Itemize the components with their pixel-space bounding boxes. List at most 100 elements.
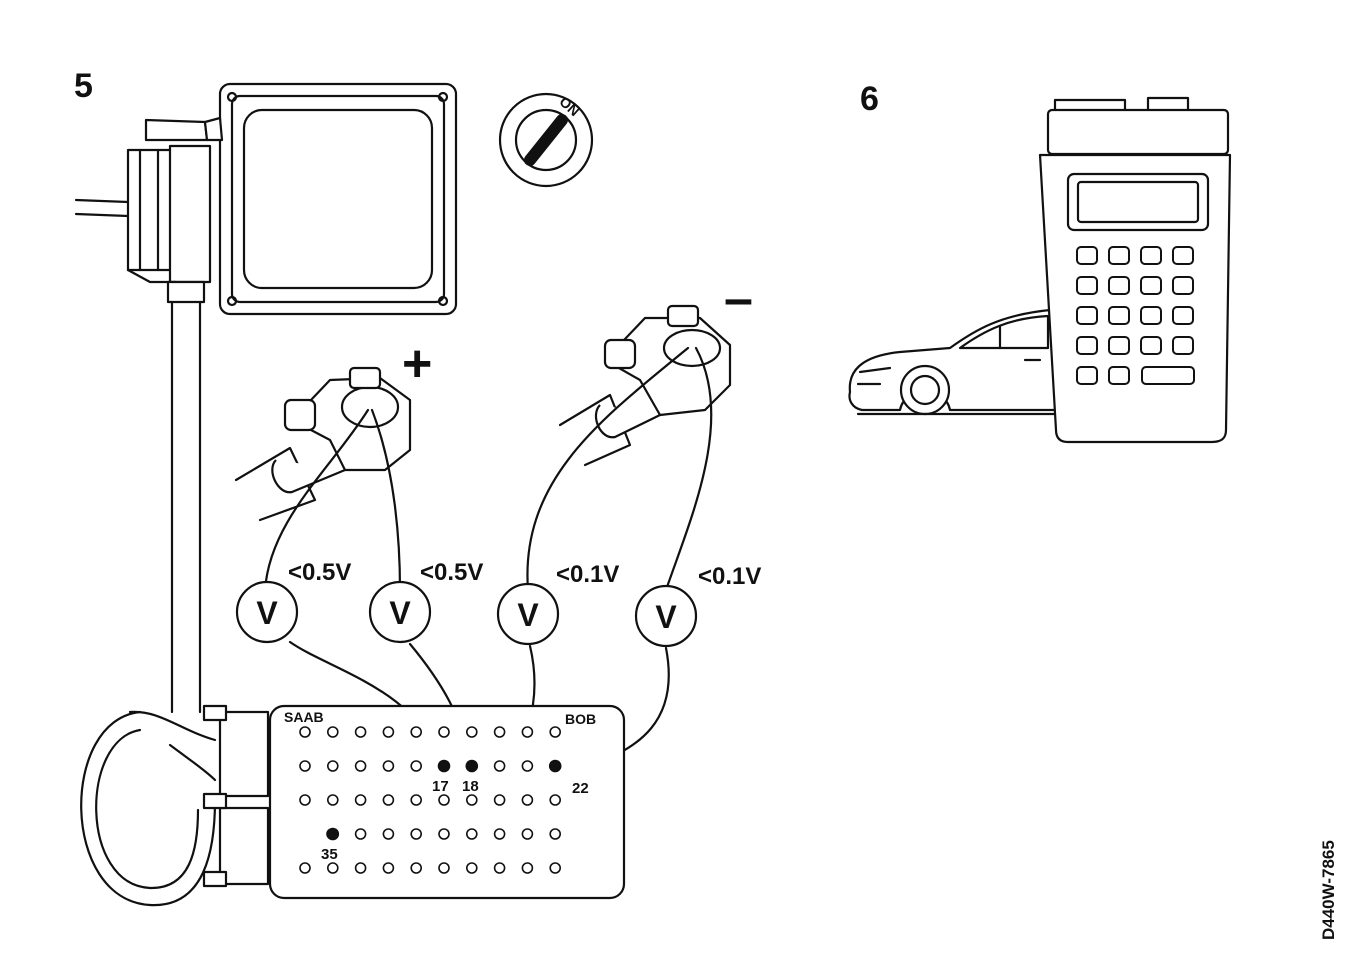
tester-key — [1140, 336, 1162, 355]
voltmeter-3: V — [496, 582, 560, 646]
tester-key — [1108, 246, 1130, 265]
voltmeter-4-reading: <0.1V — [698, 563, 761, 590]
module-connector — [74, 116, 224, 714]
breakout-pin — [299, 862, 311, 874]
breakout-pin — [326, 794, 339, 806]
voltmeter-3-reading: <0.1V — [556, 561, 619, 588]
tester-key — [1172, 306, 1194, 325]
breakout-pin-active — [326, 827, 340, 841]
breakout-pin — [382, 862, 395, 874]
tester-key — [1140, 246, 1162, 265]
breakout-pin — [326, 726, 339, 738]
breakout-pin — [465, 828, 478, 840]
tester-key — [1108, 336, 1130, 355]
control-module — [218, 82, 458, 316]
breakout-pin — [493, 726, 506, 738]
breakout-pin — [465, 794, 478, 806]
breakout-pin — [410, 760, 423, 772]
tester-key — [1172, 336, 1194, 355]
breakout-pin — [326, 760, 339, 772]
breakout-pin — [438, 862, 450, 874]
breakout-pin — [382, 760, 395, 772]
voltmeter-2-symbol: V — [389, 595, 411, 631]
tester-key — [1108, 306, 1130, 325]
car-illustration — [848, 308, 1062, 416]
pin-17-label: 17 — [432, 778, 449, 795]
breakout-pin — [493, 794, 506, 806]
voltmeter-2: V — [368, 580, 432, 644]
pin-35-label: 35 — [321, 846, 338, 863]
tester-key — [1076, 306, 1098, 325]
breakout-pin — [299, 726, 311, 738]
breakout-pin — [521, 828, 534, 840]
breakout-pin — [410, 828, 423, 840]
ignition-switch: ON — [498, 92, 594, 188]
tester-key — [1172, 276, 1194, 295]
pin-18-label: 18 — [462, 778, 479, 795]
breakout-name-label: BOB — [565, 711, 596, 727]
breakout-pin-active — [548, 759, 562, 773]
breakout-pin — [354, 726, 367, 738]
breakout-pin — [549, 726, 562, 738]
breakout-pin — [354, 760, 367, 772]
voltmeter-4: V — [634, 584, 698, 648]
breakout-pin — [438, 794, 450, 806]
breakout-pin — [493, 760, 506, 772]
breakout-pin — [493, 828, 506, 840]
breakout-pin — [410, 726, 423, 738]
breakout-pin — [382, 828, 395, 840]
battery-terminal-positive — [234, 366, 412, 522]
breakout-pin — [382, 726, 395, 738]
breakout-pin — [549, 862, 562, 874]
breakout-pin — [299, 760, 311, 772]
breakout-pin — [521, 794, 534, 806]
voltmeter-3-symbol: V — [517, 597, 539, 633]
positive-terminal-symbol: + — [402, 335, 432, 393]
breakout-pin-grid — [299, 726, 562, 874]
battery-terminal-negative — [558, 304, 732, 467]
breakout-pin-active — [465, 759, 479, 773]
tester-key — [1108, 366, 1130, 385]
tester-wide-key — [1141, 366, 1195, 385]
breakout-pin — [521, 760, 534, 772]
breakout-pin-active — [437, 759, 451, 773]
tester-key — [1140, 306, 1162, 325]
breakout-pin — [493, 862, 506, 874]
negative-terminal-symbol: – — [724, 270, 753, 328]
breakout-pin — [354, 862, 367, 874]
breakout-pin — [382, 794, 395, 806]
step-5-number: 5 — [74, 67, 93, 105]
voltmeter-1-reading: <0.5V — [288, 559, 351, 586]
breakout-pin — [521, 862, 534, 874]
harness-loop — [80, 710, 217, 907]
breakout-pin — [521, 726, 534, 738]
breakout-box: SAAB BOB 17 18 22 35 — [202, 704, 626, 900]
tester-key — [1172, 246, 1194, 265]
figure-reference: D440W-7865 — [1319, 840, 1338, 940]
pin-22-label: 22 — [572, 780, 589, 797]
breakout-pin — [326, 862, 339, 874]
breakout-pin — [549, 828, 562, 840]
breakout-pin — [438, 726, 450, 738]
voltmeter-1-symbol: V — [256, 595, 278, 631]
tester-key — [1140, 276, 1162, 295]
step-6-number: 6 — [860, 80, 879, 118]
breakout-pin — [354, 794, 367, 806]
breakout-pin — [549, 794, 562, 806]
breakout-brand-label: SAAB — [284, 709, 324, 725]
breakout-pin — [465, 726, 478, 738]
tester-key — [1076, 366, 1098, 385]
tester-keypad — [1076, 246, 1195, 385]
diagnostic-tester — [1038, 96, 1232, 444]
breakout-pin — [438, 828, 450, 840]
tester-key — [1076, 246, 1098, 265]
breakout-pin — [410, 794, 423, 806]
breakout-pin — [410, 862, 423, 874]
voltmeter-4-symbol: V — [655, 599, 677, 635]
voltmeter-2-reading: <0.5V — [420, 559, 483, 586]
breakout-pin — [299, 794, 311, 806]
tester-key — [1076, 276, 1098, 295]
voltmeter-1: V — [235, 580, 299, 644]
breakout-pin — [465, 862, 478, 874]
